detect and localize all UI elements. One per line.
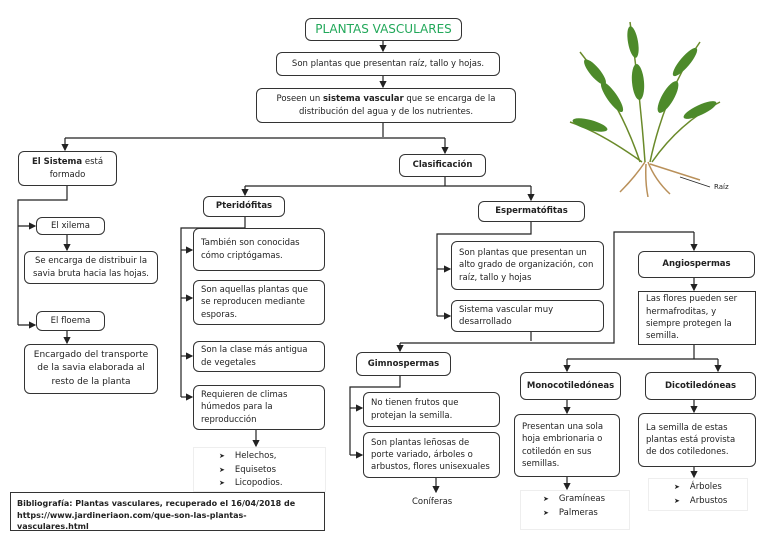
title: PLANTAS VASCULARES	[315, 21, 452, 36]
gimnospermas-example: Coníferas	[412, 497, 453, 507]
angiospermas-desc: Las flores pueden ser hermafroditas, y s…	[646, 294, 738, 342]
vascular-box: Poseen un sistema vascular que se encarg…	[256, 88, 516, 123]
example: Helechos,	[219, 450, 325, 464]
pteridofitas-item: Requieren de climas húmedos para la repr…	[193, 385, 325, 430]
raiz-label: Raíz	[714, 183, 729, 191]
floema-box: El floema	[36, 311, 105, 331]
item-text: Son aquellas plantas que se reproducen m…	[201, 285, 309, 320]
gimnospermas-label: Gimnospermas	[367, 358, 440, 369]
gimnospermas-box: Gimnospermas	[356, 352, 451, 376]
floema-desc-box: Encargado del transporte de la savia ela…	[24, 344, 158, 394]
example: Árboles	[674, 481, 747, 495]
intro-text: Son plantas que presentan raíz, tallo y …	[291, 58, 485, 69]
gimnospermas-item: No tienen frutos que protejan la semilla…	[363, 392, 500, 427]
sistema-box: El Sistema está formado	[18, 151, 117, 186]
item-text: Son plantas que presentan un alto grado …	[459, 248, 594, 283]
angiospermas-label: Angiospermas	[662, 259, 731, 270]
dicotiledoneas-label: Dicotiledóneas	[664, 380, 737, 391]
item-text: Son plantas leñosas de porte variado, ár…	[371, 437, 490, 473]
example: Arbustos	[674, 495, 747, 509]
example: Gramíneas	[543, 493, 629, 507]
fern-image	[569, 21, 721, 197]
item-text: Son la clase más antigua de vegetales	[201, 345, 308, 368]
espermatofitas-item: Son plantas que presentan un alto grado …	[451, 241, 604, 290]
clasificacion-box: Clasificación	[399, 154, 486, 177]
espermatofitas-box: Espermatófitas	[478, 201, 585, 222]
pteridofitas-label: Pteridófitas	[215, 201, 273, 212]
dicotiledoneas-box: Dicotiledóneas	[645, 372, 756, 400]
gimnospermas-item: Son plantas leñosas de porte variado, ár…	[363, 432, 500, 478]
title-box: PLANTAS VASCULARES	[305, 18, 462, 41]
pteridofitas-item: Son la clase más antigua de vegetales	[193, 341, 325, 372]
sistema-text: El Sistema está formado	[31, 157, 104, 180]
angiospermas-box: Angiospermas	[638, 251, 755, 278]
monocotiledoneas-box: Monocotiledóneas	[520, 372, 621, 400]
pteridofitas-examples: Helechos, Equisetos Licopodios.	[193, 447, 326, 492]
item-text: No tienen frutos que protejan la semilla…	[371, 398, 459, 421]
pteridofitas-item: También son conocidas cómo criptógamas.	[193, 228, 325, 271]
monocotiledoneas-examples: Gramíneas Palmeras	[520, 490, 630, 530]
espermatofitas-label: Espermatófitas	[495, 206, 568, 217]
monocotiledoneas-desc-box: Presentan una sola hoja embrionaria o co…	[514, 414, 620, 477]
xilema-box: El xilema	[36, 217, 105, 235]
monocotiledoneas-label: Monocotiledóneas	[526, 380, 615, 391]
intro-box: Son plantas que presentan raíz, tallo y …	[276, 52, 500, 76]
item-text: También son conocidas cómo criptógamas.	[201, 238, 300, 261]
item-text: Requieren de climas húmedos para la repr…	[201, 390, 288, 425]
example: Equisetos	[219, 464, 325, 478]
vascular-text: Poseen un sistema vascular que se encarg…	[276, 94, 496, 117]
xilema-desc-box: Se encarga de distribuir la savia bruta …	[24, 251, 158, 284]
floema-label: El floema	[50, 315, 91, 326]
example: Palmeras	[543, 507, 629, 521]
item-text: Sistema vascular muy desarrollado	[459, 304, 554, 327]
monocotiledoneas-desc: Presentan una sola hoja embrionaria o co…	[522, 421, 604, 469]
dicotiledoneas-desc-box: La semilla de estas plantas está provist…	[638, 413, 756, 467]
xilema-label: El xilema	[51, 220, 90, 231]
dicotiledoneas-desc: La semilla de estas plantas está provist…	[646, 422, 736, 458]
bibliografia-box: Bibliografía: Plantas vasculares, recupe…	[10, 492, 325, 531]
pteridofitas-box: Pteridófitas	[203, 196, 285, 217]
bibliografia-link[interactable]: https://www.jardineriaon.com/que-son-las…	[17, 510, 247, 532]
espermatofitas-item: Sistema vascular muy desarrollado	[451, 300, 604, 332]
pteridofitas-item: Son aquellas plantas que se reproducen m…	[193, 280, 325, 325]
example: Licopodios.	[219, 477, 325, 491]
bibliografia-line: Bibliografía: Plantas vasculares, recupe…	[17, 499, 296, 508]
dicotiledoneas-examples: Árboles Arbustos	[648, 478, 748, 511]
clasificacion-label: Clasificación	[412, 160, 473, 171]
floema-desc: Encargado del transporte de la savia ela…	[33, 350, 149, 387]
xilema-desc: Se encarga de distribuir la savia bruta …	[33, 256, 149, 279]
angiospermas-desc-box: Las flores pueden ser hermafroditas, y s…	[638, 291, 756, 345]
